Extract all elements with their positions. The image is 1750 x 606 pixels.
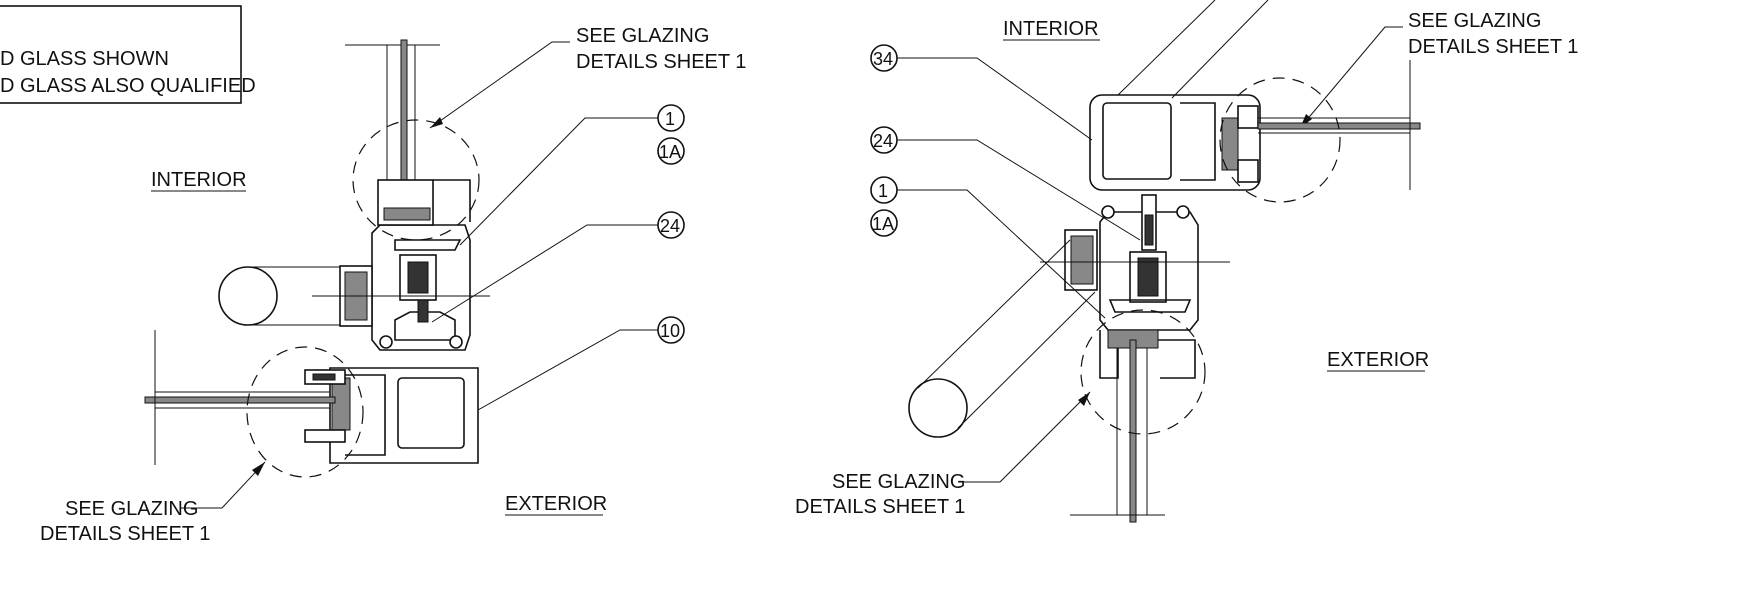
right-interior-label: INTERIOR <box>1003 18 1099 40</box>
left-bottom-callout-line2: DETAILS SHEET 1 <box>40 523 210 545</box>
note-line-1: D GLASS SHOWN <box>0 48 169 70</box>
left-bubble-24: 24 <box>660 216 680 236</box>
right-top-callout-line1: SEE GLAZING <box>1408 10 1541 32</box>
left-bubble-10: 10 <box>660 321 680 341</box>
right-exterior-label: EXTERIOR <box>1327 349 1429 371</box>
left-section-detail: INTERIOR EXTERIOR SEE GLAZING DETAILS SH… <box>40 25 746 545</box>
right-section-detail: INTERIOR EXTERIOR SEE GLAZING DETAILS SH… <box>795 0 1578 523</box>
note-line-2: D GLASS ALSO QUALIFIED <box>0 75 256 97</box>
left-interior-label: INTERIOR <box>151 169 247 191</box>
right-bottom-callout-line2: DETAILS SHEET 1 <box>795 496 965 518</box>
left-bubble-1a: 1A <box>659 142 681 162</box>
left-bottom-callout-line1: SEE GLAZING <box>65 498 198 520</box>
left-exterior-label: EXTERIOR <box>505 493 607 515</box>
glass-note-box: D GLASS SHOWN D GLASS ALSO QUALIFIED <box>0 5 256 104</box>
right-bottom-callout-line1: SEE GLAZING <box>832 471 965 493</box>
right-bubble-24: 24 <box>873 131 893 151</box>
right-bubble-1: 1 <box>878 181 888 201</box>
right-bubble-34: 34 <box>873 49 893 69</box>
right-top-callout-line2: DETAILS SHEET 1 <box>1408 36 1578 58</box>
left-top-callout-line2: DETAILS SHEET 1 <box>576 51 746 73</box>
right-bubble-1a: 1A <box>872 214 894 234</box>
left-bubble-1: 1 <box>665 109 675 129</box>
left-top-callout-line1: SEE GLAZING <box>576 25 709 47</box>
